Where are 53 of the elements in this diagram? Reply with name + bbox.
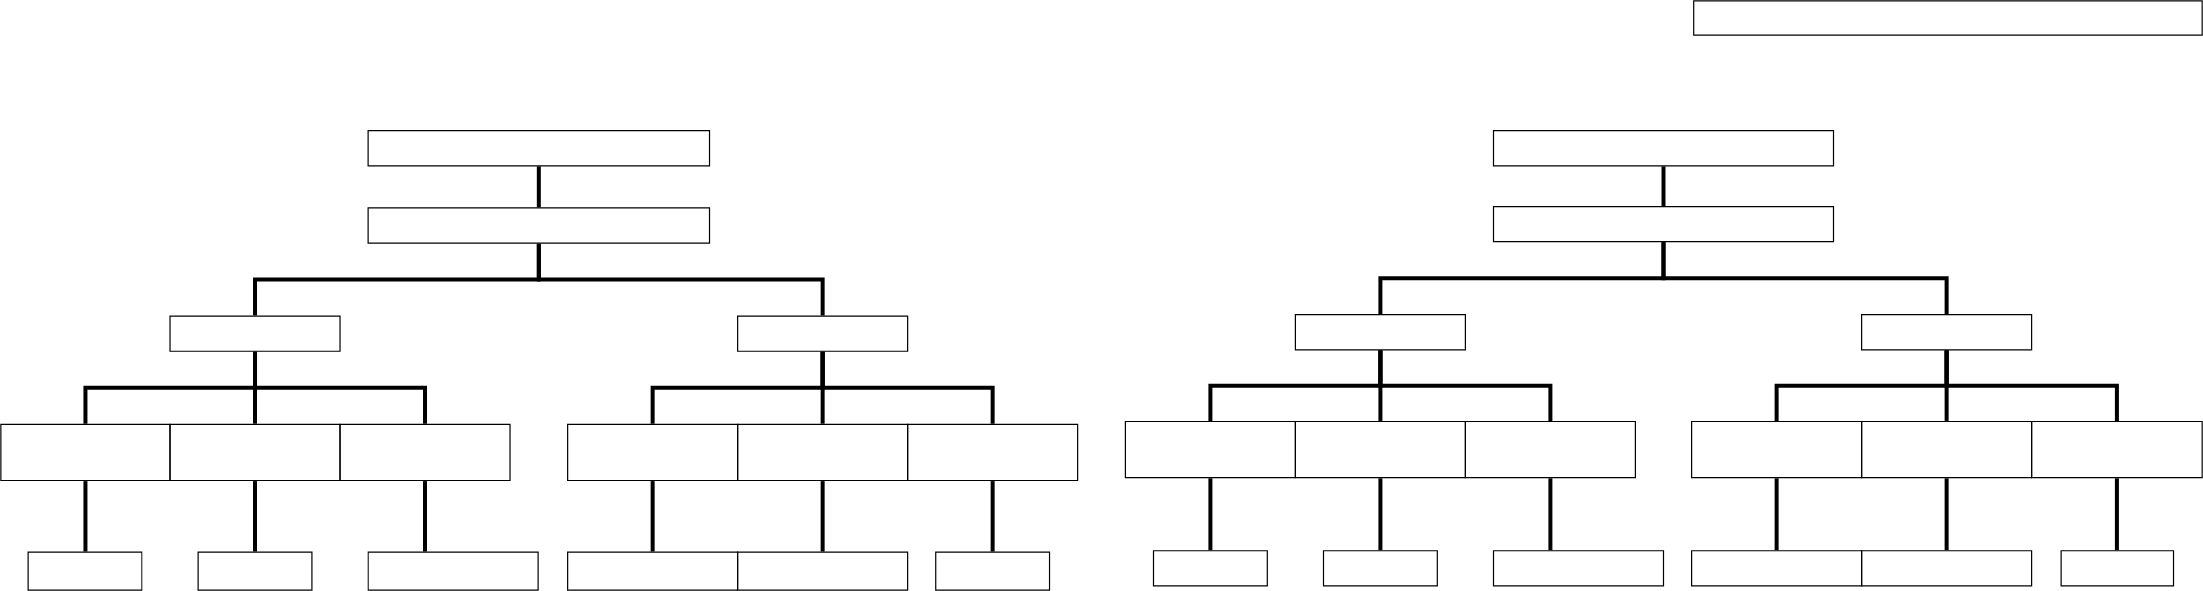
empty-box: [1861, 550, 2033, 587]
connector-line: [2114, 478, 2119, 551]
connector-line: [1774, 478, 1779, 551]
empty-box: [27, 551, 143, 591]
empty-box: [1322, 550, 1438, 587]
empty-box: [367, 551, 539, 591]
empty-box: [1294, 420, 1466, 479]
empty-box: [1861, 420, 2033, 479]
connector-line: [1378, 350, 1553, 421]
empty-box: [935, 551, 1051, 591]
empty-box: [1124, 420, 1296, 479]
empty-box: [1152, 550, 1268, 587]
empty-box: [907, 423, 1079, 482]
connector-line: [423, 481, 427, 552]
empty-box: [2031, 420, 2203, 479]
empty-box: [1492, 550, 1665, 587]
empty-box: [737, 315, 909, 352]
connector-line: [820, 351, 995, 424]
empty-box: [737, 423, 909, 482]
connector-line: [990, 481, 995, 552]
empty-box: [1464, 420, 1636, 479]
connector-line: [1548, 478, 1553, 551]
empty-box: [0, 423, 171, 482]
empty-box: [197, 551, 313, 591]
empty-box: [1492, 130, 1835, 167]
empty-box: [737, 551, 909, 591]
connector-line: [1208, 478, 1213, 551]
connector-line: [536, 243, 825, 316]
empty-box: [1861, 314, 2033, 351]
empty-box: [1492, 205, 1835, 243]
connector-line: [1661, 242, 1949, 315]
empty-box: [1691, 550, 1863, 587]
empty-box: [169, 315, 341, 352]
empty-box: [367, 207, 711, 244]
connector-line: [253, 351, 427, 424]
empty-box: [169, 423, 341, 482]
empty-box: [1294, 314, 1466, 351]
connector-line: [83, 481, 88, 552]
connector-line: [536, 166, 541, 208]
empty-box: [1693, 0, 2203, 36]
connector-line: [1661, 166, 1666, 206]
connector-line: [253, 481, 257, 552]
empty-box: [367, 130, 711, 167]
empty-box: [2060, 550, 2175, 587]
empty-box: [567, 551, 739, 591]
connector-line: [650, 481, 655, 552]
connector-line: [1944, 478, 1949, 551]
empty-box: [1691, 420, 1863, 479]
empty-box: [339, 423, 511, 482]
connector-line: [820, 481, 825, 552]
empty-box: [567, 423, 739, 482]
connector-line: [1944, 350, 2119, 421]
connector-line: [1378, 478, 1383, 551]
